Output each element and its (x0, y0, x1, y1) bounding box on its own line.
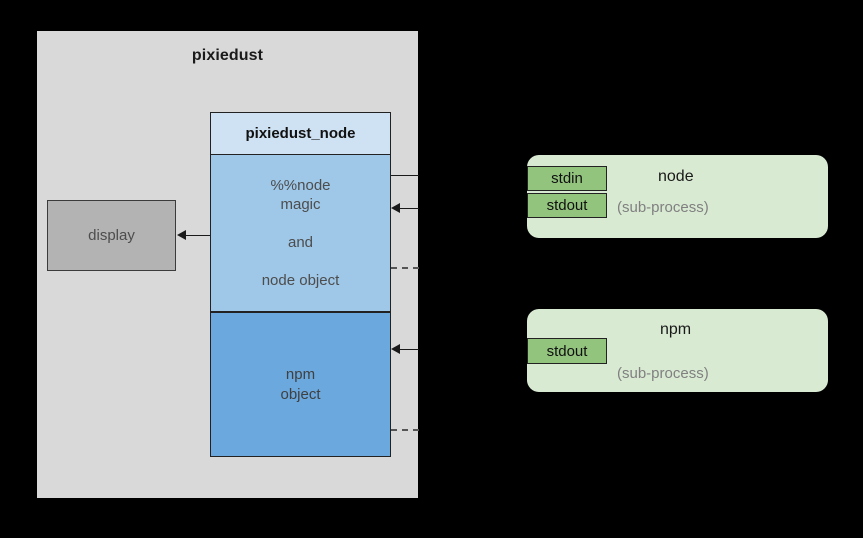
display-label: display (88, 227, 135, 244)
npm-subprocess-subtitle: (sub-process) (617, 365, 709, 382)
node-subprocess-title: node (658, 168, 694, 185)
node-stdout-arrow-head (391, 203, 400, 213)
pixiedust-node-card: pixiedust_node %%node magic and node obj… (210, 112, 391, 457)
node-stdout-pipe: stdout (527, 193, 607, 218)
node-stdout-connector (400, 208, 419, 209)
pixiedust-title: pixiedust (191, 47, 264, 64)
npm-section-line1: npm (285, 366, 316, 384)
display-box: display (47, 200, 176, 271)
pixiedust-node-header: pixiedust_node (210, 112, 391, 155)
npm-stdout-label: stdout (546, 342, 588, 360)
node-object-section: %%node magic and node object (210, 155, 391, 312)
node-stdin-label: stdin (551, 170, 583, 187)
node-section-line3: and (287, 234, 314, 251)
node-dotted-connector (391, 267, 419, 269)
node-section-line1: %%node (270, 176, 331, 194)
node-section-line2: magic (280, 195, 321, 213)
node-stdout-label: stdout (546, 197, 588, 214)
pixiedust-node-body: %%node magic and node object npm object (210, 155, 391, 457)
node-subprocess-subtitle: (sub-process) (617, 199, 709, 216)
display-arrow-line (186, 235, 210, 236)
npm-stdout-pipe: stdout (527, 338, 607, 364)
display-arrow-head (177, 230, 186, 240)
pixiedust-node-header-label: pixiedust_node (245, 125, 356, 142)
npm-stdout-connector (400, 349, 419, 350)
npm-section-line2: object (280, 385, 321, 403)
npm-stdout-arrow-head (391, 344, 400, 354)
npm-subprocess-title: npm (660, 321, 692, 338)
node-stdin-connector (391, 175, 419, 176)
node-stdin-pipe: stdin (527, 166, 607, 191)
npm-dotted-connector (391, 429, 419, 431)
node-section-line4: node object (261, 272, 340, 290)
npm-object-section: npm object (210, 312, 391, 457)
